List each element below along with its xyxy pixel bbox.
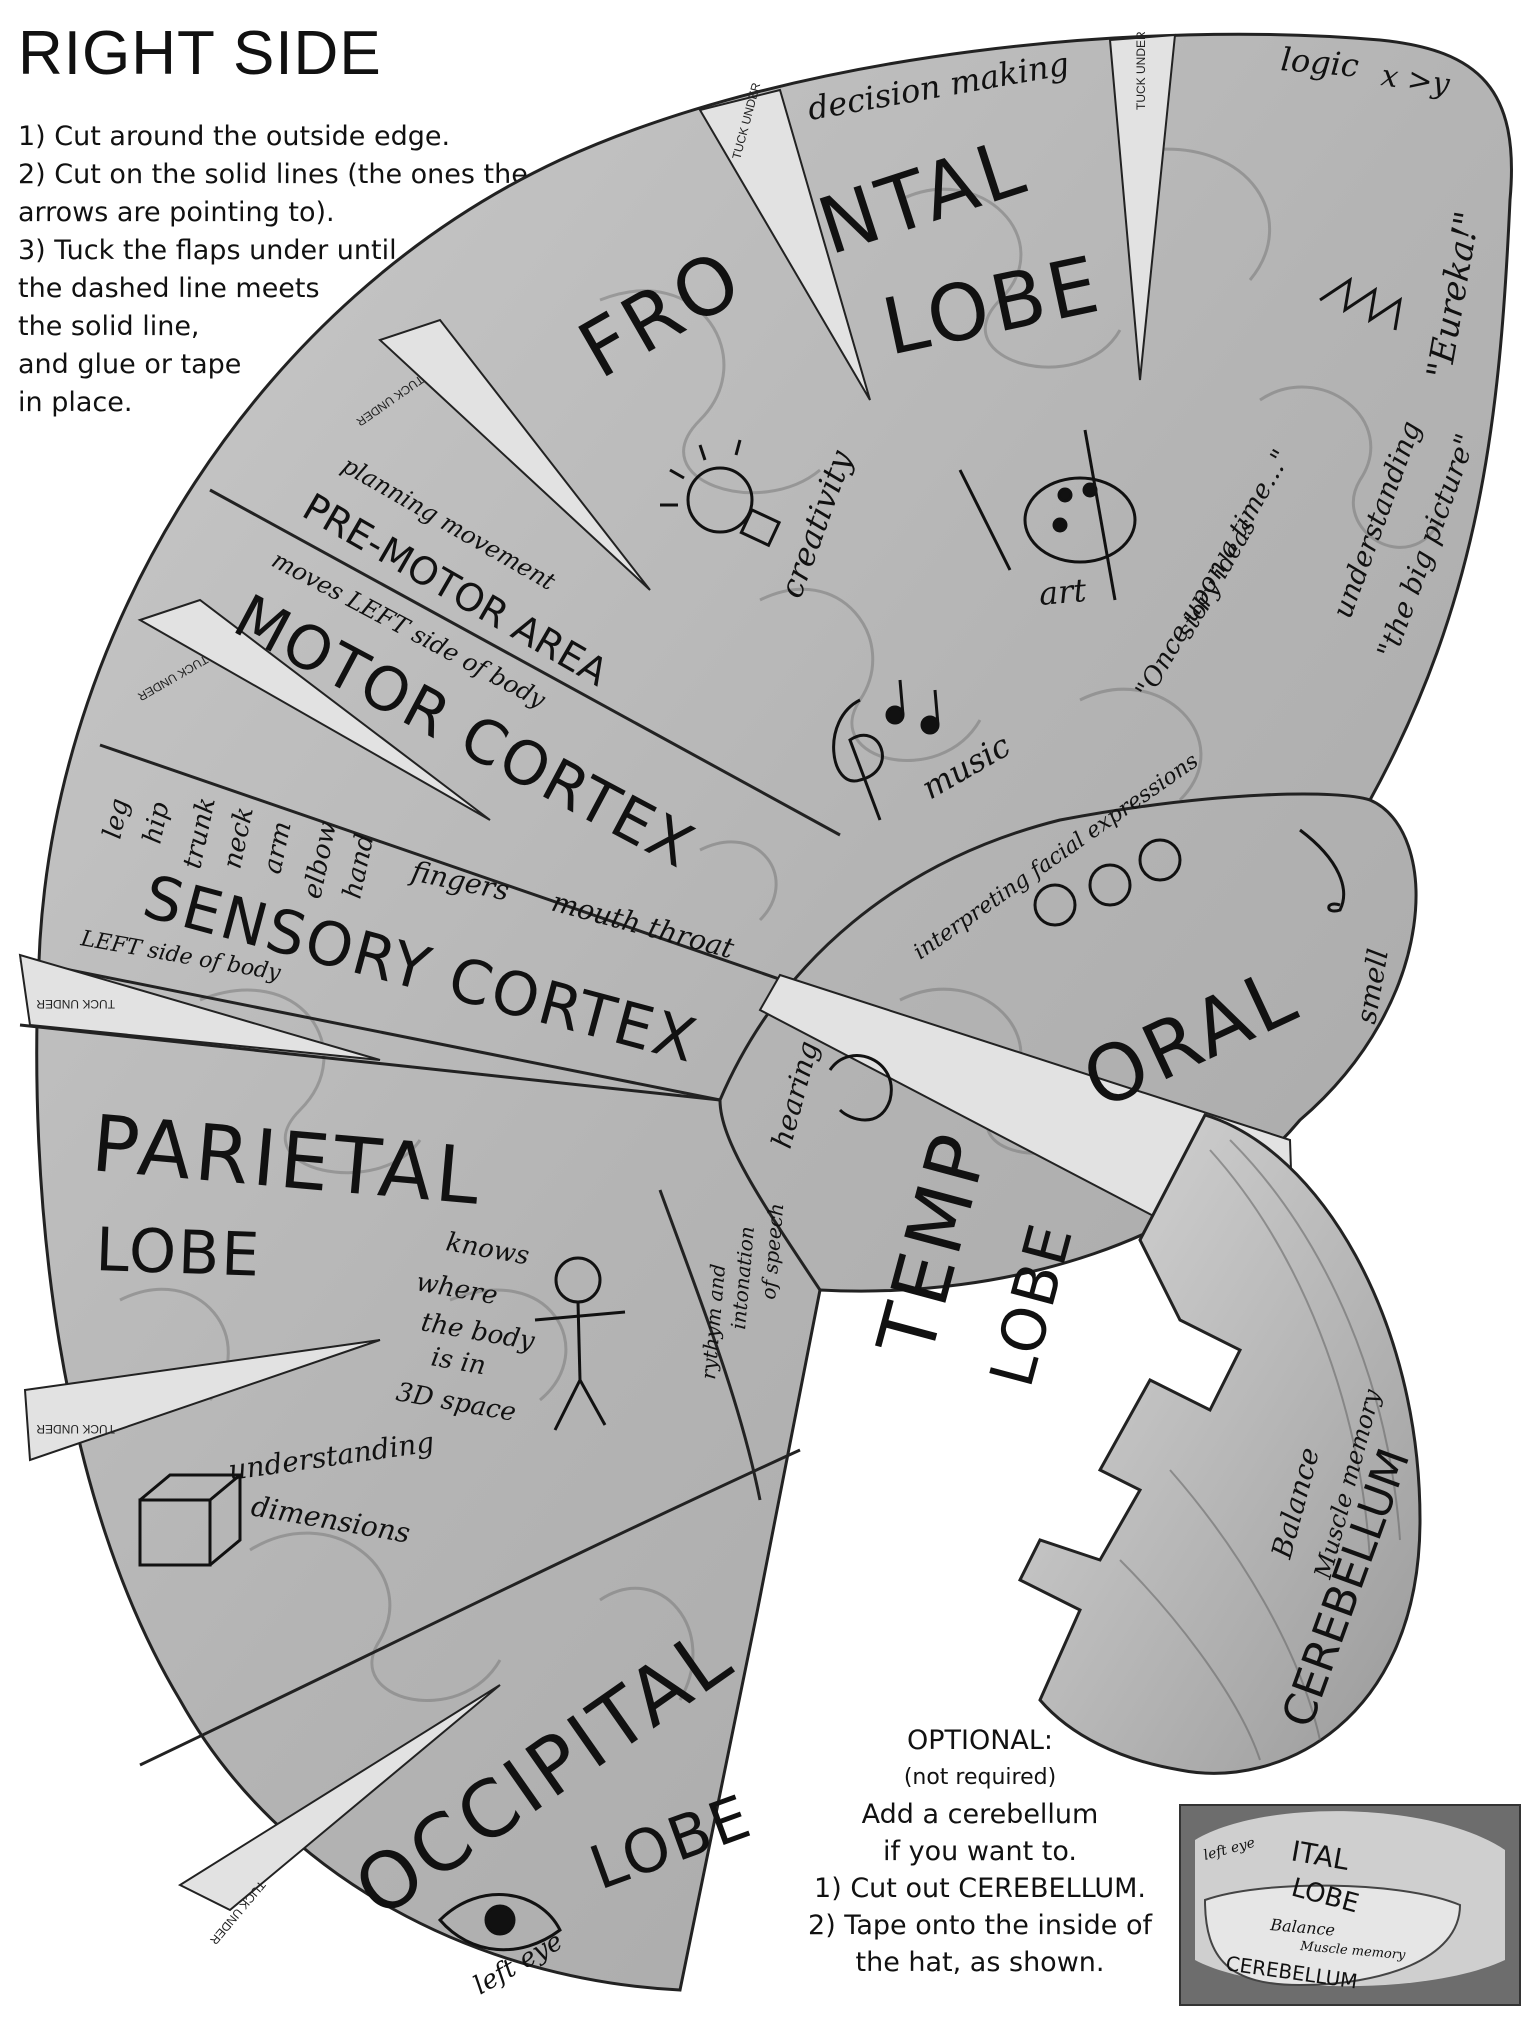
- optional-line: OPTIONAL:: [780, 1722, 1180, 1759]
- optional-line: if you want to.: [780, 1833, 1180, 1870]
- optional-line: 2) Tape onto the inside of: [780, 1907, 1180, 1944]
- art-label: art: [1037, 571, 1088, 613]
- optional-line: (not required): [780, 1759, 1180, 1796]
- optional-line: 1) Cut out CEREBELLUM.: [780, 1870, 1180, 1907]
- tuck-label: TUCK UNDER: [36, 1422, 115, 1436]
- logic-label: logic: [1279, 40, 1360, 85]
- tuck-label: TUCK UNDER: [1134, 31, 1148, 110]
- optional-line: the hat, as shown.: [780, 1944, 1180, 1981]
- optional-instructions: OPTIONAL: (not required) Add a cerebellu…: [780, 1722, 1180, 1981]
- tuck-label: TUCK UNDER: [36, 997, 115, 1011]
- optional-line: Add a cerebellum: [780, 1796, 1180, 1833]
- parietal-lobe-label: LOBE: [94, 1215, 262, 1291]
